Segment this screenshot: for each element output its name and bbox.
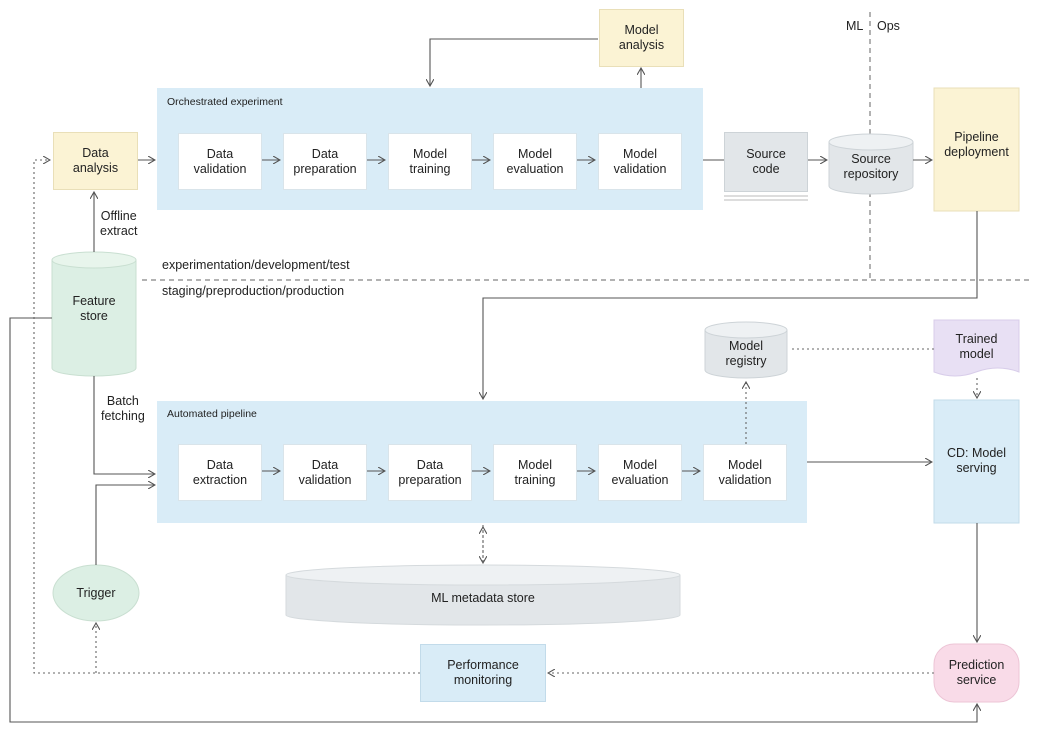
cd-model-serving-box bbox=[933, 399, 1020, 524]
experiment-step-model-training: Model training bbox=[388, 133, 472, 190]
dotted-connectors bbox=[33, 160, 977, 673]
automated-pipeline-title: Automated pipeline bbox=[167, 408, 257, 420]
pipeline-step-data-extraction: Data extraction bbox=[178, 444, 262, 501]
pipeline-connectors bbox=[9, 211, 977, 723]
source-code-node: Source code bbox=[724, 132, 808, 192]
experiment-step-data-preparation: Data preparation bbox=[283, 133, 367, 190]
feature-store-cylinder bbox=[51, 251, 137, 377]
ml-metadata-store-cylinder bbox=[285, 564, 681, 626]
experiment-step-model-evaluation: Model evaluation bbox=[493, 133, 577, 190]
ops-label: Ops bbox=[877, 19, 900, 33]
batch-fetching-label: Batch fetching bbox=[101, 394, 145, 423]
experiment-step-data-validation: Data validation bbox=[178, 133, 262, 190]
model-registry-cylinder bbox=[704, 321, 788, 379]
source-repository-cylinder bbox=[828, 133, 914, 195]
source-repository-label: Source repository bbox=[843, 152, 899, 181]
pipeline-deployment-label: Pipeline deployment bbox=[944, 130, 1009, 159]
pipeline-deployment-document bbox=[933, 87, 1020, 212]
pipeline-step-model-validation: Model validation bbox=[703, 444, 787, 501]
orchestrated-experiment-title: Orchestrated experiment bbox=[167, 96, 283, 108]
pipeline-step-data-preparation: Data preparation bbox=[388, 444, 472, 501]
prediction-service-label: Prediction service bbox=[948, 658, 1005, 687]
pipeline-step-model-training: Model training bbox=[493, 444, 577, 501]
pipeline-step-model-evaluation: Model evaluation bbox=[598, 444, 682, 501]
cd-model-serving-label: CD: Model serving bbox=[946, 446, 1007, 475]
trained-model-label: Trained model bbox=[955, 332, 998, 361]
offline-extract-label: Offline extract bbox=[100, 209, 138, 238]
model-analysis-node: Model analysis bbox=[599, 9, 684, 67]
experiment-connectors bbox=[94, 38, 932, 252]
trigger-label: Trigger bbox=[76, 585, 116, 600]
ml-label: ML bbox=[846, 19, 864, 33]
environment-upper-label: experimentation/development/test bbox=[162, 258, 350, 272]
environment-lower-label: staging/preproduction/production bbox=[162, 284, 345, 298]
pipeline-step-data-validation: Data validation bbox=[283, 444, 367, 501]
model-registry-label: Model registry bbox=[725, 339, 767, 368]
data-analysis-node: Data analysis bbox=[53, 132, 138, 190]
ml-metadata-store-label: ML metadata store bbox=[431, 590, 535, 605]
trained-model-document bbox=[933, 319, 1020, 377]
experiment-step-model-validation: Model validation bbox=[598, 133, 682, 190]
performance-monitoring-node: Performance monitoring bbox=[420, 644, 546, 702]
automated-pipeline-panel bbox=[157, 401, 807, 523]
feature-store-label: Feature store bbox=[72, 294, 116, 323]
